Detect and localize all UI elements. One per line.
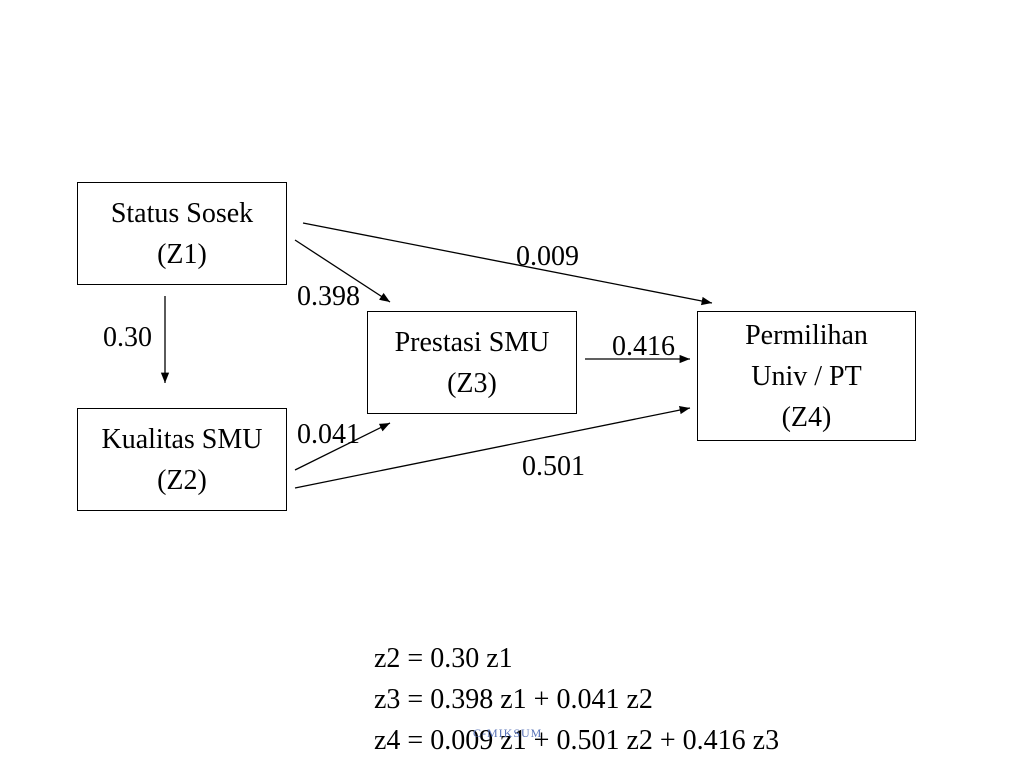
node-z3-label: Prestasi SMU bbox=[394, 326, 550, 358]
arrow-z2-z3 bbox=[294, 422, 391, 471]
footer-watermark: C-MIKSUM bbox=[473, 726, 543, 740]
node-z4-label-line2: Univ / PT bbox=[751, 360, 862, 392]
coef-z3-z4: 0.416 bbox=[612, 331, 675, 362]
coef-z2-z3: 0.041 bbox=[297, 419, 360, 450]
node-z4-label-line1: Permilihan bbox=[745, 319, 868, 351]
equation-z3: z3 = 0.398 z1 + 0.041 z2 bbox=[374, 684, 653, 715]
node-z1-label: Status Sosek bbox=[110, 197, 254, 229]
node-z2-id: (Z2) bbox=[157, 464, 207, 496]
coef-z1-z2: 0.30 bbox=[103, 322, 152, 353]
equation-z2: z2 = 0.30 z1 bbox=[374, 643, 513, 674]
coef-z1-z3: 0.398 bbox=[297, 281, 360, 312]
node-z3-id: (Z3) bbox=[447, 367, 497, 399]
coef-z2-z4: 0.501 bbox=[522, 451, 585, 482]
coef-z1-z4: 0.009 bbox=[516, 241, 579, 272]
node-z1-id: (Z1) bbox=[157, 238, 207, 270]
node-z1-status-sosek: Status Sosek (Z1) bbox=[77, 182, 287, 285]
node-z2-label: Kualitas SMU bbox=[101, 423, 263, 455]
equations-block: z2 = 0.30 z1 z3 = 0.398 z1 + 0.041 z2 z4… bbox=[374, 638, 779, 761]
arrow-z1-z3 bbox=[294, 239, 391, 303]
node-z4-permilihan-univ: Permilihan Univ / PT (Z4) bbox=[697, 311, 916, 441]
node-z2-kualitas-smu: Kualitas SMU (Z2) bbox=[77, 408, 287, 511]
equation-z4: z4 = 0.009 z1 + 0.501 z2 + 0.416 z3 bbox=[374, 725, 780, 756]
node-z3-prestasi-smu: Prestasi SMU (Z3) bbox=[367, 311, 577, 414]
arrow-z1-z4 bbox=[302, 222, 713, 306]
node-z4-id: (Z4) bbox=[781, 401, 832, 433]
arrow-z2-z4 bbox=[294, 405, 691, 489]
